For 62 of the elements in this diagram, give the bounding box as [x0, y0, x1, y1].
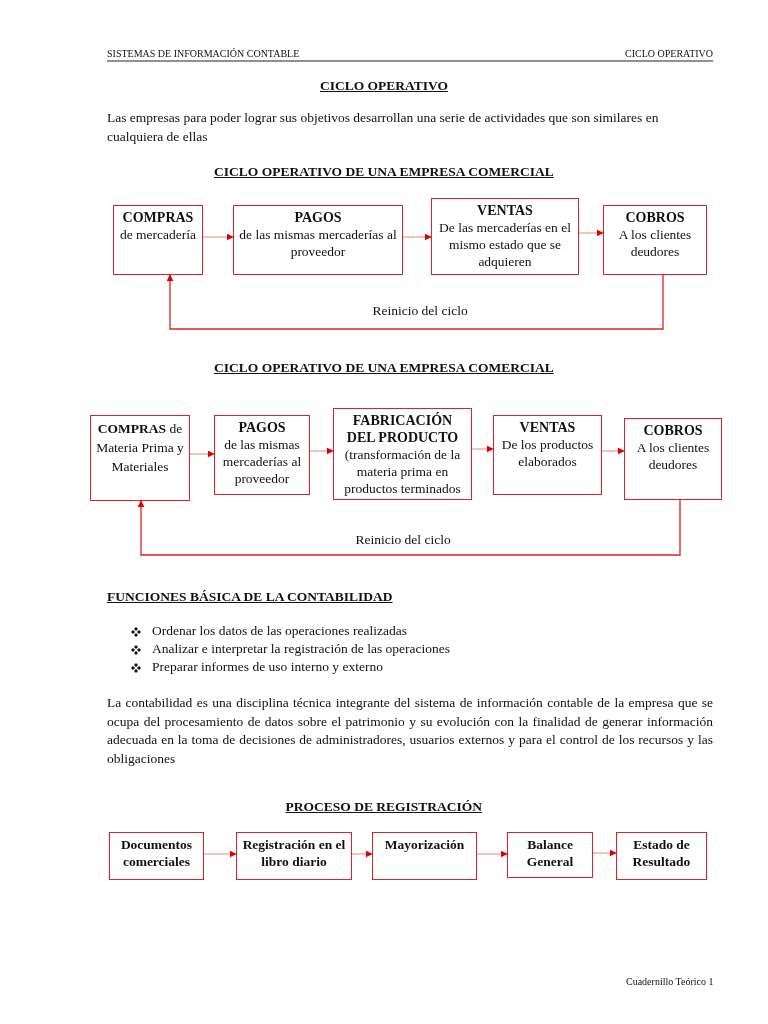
- arrow: [189, 450, 215, 458]
- box-text: Mayorización: [384, 836, 465, 853]
- arrow: [592, 849, 617, 857]
- arrow: [137, 499, 681, 556]
- arrow: [351, 850, 373, 858]
- process-box: [431, 198, 579, 275]
- arrow: [476, 850, 508, 858]
- intro-paragraph: Las empresas para poder lograr sus objetivos desarrollan una serie de actividades que son similares en cualquiera de ellas: [107, 109, 660, 146]
- box-text: A los clientes deudores: [635, 439, 711, 473]
- process-box: [109, 832, 204, 880]
- process-box: [616, 832, 707, 880]
- arrow: [402, 233, 432, 241]
- box-text: de las mismas mercaderías al proveedor: [221, 436, 303, 487]
- arrow: [471, 445, 494, 453]
- box-text: De los productos elaborados: [500, 436, 595, 470]
- arrow: [309, 447, 334, 455]
- bullet-item: Ordenar los datos de las operaciones realizadas: [152, 622, 408, 640]
- page-heading: CICLO OPERATIVO: [318, 77, 450, 95]
- box-text: Documentos comerciales: [119, 836, 194, 870]
- process-box: [113, 205, 203, 275]
- bullet-item: Preparar informes de uso interno y externo: [152, 658, 384, 676]
- box-heading: FABRICACIÓN DEL PRODUCTO: [345, 412, 460, 446]
- page-footer: Cuadernillo Teórico 1: [626, 973, 714, 992]
- box-text: Registración en el libro diario: [241, 836, 347, 870]
- process-box: [236, 832, 352, 880]
- box-text: (transformación de la materia prima en productos terminados: [343, 446, 462, 497]
- box-heading: COMPRAS: [122, 209, 194, 226]
- process-box: [233, 205, 403, 275]
- box-heading: VENTAS: [477, 202, 533, 219]
- process-box: [624, 418, 722, 500]
- section-heading: PROCESO DE REGISTRACIÓN: [285, 798, 483, 816]
- process-box: [372, 832, 477, 880]
- arrow: [578, 229, 604, 237]
- box-text: Estado de Resultado: [631, 836, 692, 870]
- box-heading: VENTAS: [519, 419, 576, 436]
- box-text: A los clientes deudores: [617, 226, 693, 260]
- box-heading: COBROS: [625, 209, 685, 226]
- box-text: de las mismas mercaderías al proveedor: [238, 226, 398, 260]
- process-box: [214, 415, 310, 495]
- body-paragraph: La contabilidad es una disciplina técnica integrante del sistema de información contable de la empresa que se ocupa del procesamiento de datos sobre el patrimonio y su evolución con la finalidad de generar información adecuada en la toma de decisiones de administradores, usuarios externos y para el control de los recursos y las obligaciones: [107, 694, 713, 768]
- section-heading: CICLO OPERATIVO DE UNA EMPRESA COMERCIAL: [214, 359, 554, 377]
- box-heading: PAGOS: [238, 419, 286, 436]
- running-header: SISTEMAS DE INFORMACIÓN CONTABLE: [107, 47, 301, 61]
- box-text: De las mercaderías en el mismo estado que se adquieren: [438, 219, 572, 270]
- section-heading: FUNCIONES BÁSICA DE LA CONTABILIDAD: [107, 588, 394, 606]
- arrow: [166, 274, 664, 330]
- process-box: [333, 408, 472, 500]
- section-heading: CICLO OPERATIVO DE UNA EMPRESA COMERCIAL: [214, 163, 554, 181]
- arrow: [601, 447, 625, 455]
- box-text: de mercadería: [119, 226, 197, 243]
- box-heading: COBROS: [643, 422, 703, 439]
- box-text: Balance General: [525, 836, 575, 870]
- arrow: [203, 850, 237, 858]
- bullet-item: Analizar e interpretar la registración de las operaciones: [152, 640, 451, 658]
- process-box: [507, 832, 593, 878]
- running-header: CICLO OPERATIVO: [625, 47, 714, 61]
- box-heading: PAGOS: [294, 209, 342, 226]
- box-text: COMPRAS de Materia Prima y Materiales: [95, 420, 185, 476]
- process-box: [493, 415, 602, 495]
- process-box: [603, 205, 707, 275]
- process-box: [90, 415, 190, 501]
- arrow: [202, 233, 234, 241]
